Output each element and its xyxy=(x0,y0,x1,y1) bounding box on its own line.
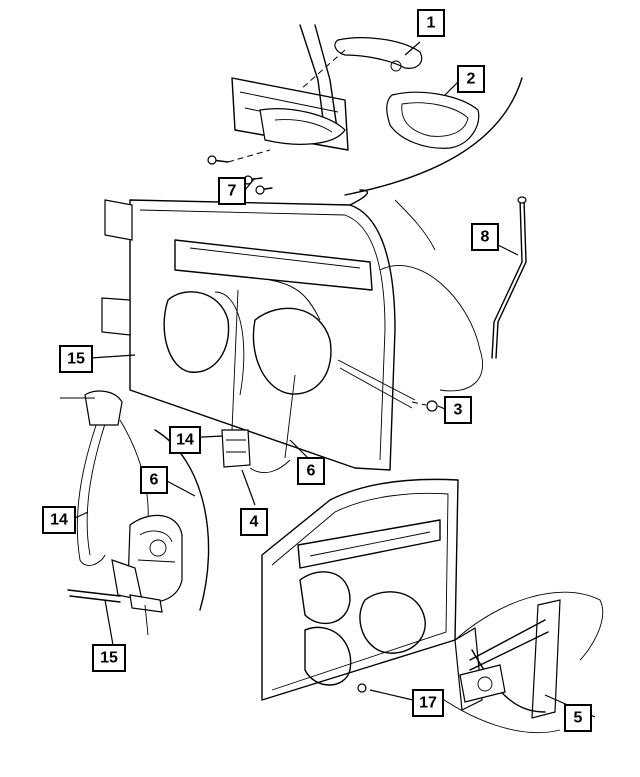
door-inner-panel xyxy=(101,189,438,473)
leader-lines xyxy=(74,41,596,718)
callout-8-label: 8 xyxy=(481,229,490,246)
callout-14a-label: 14 xyxy=(176,432,194,449)
callout-3-label: 3 xyxy=(454,402,463,419)
callout-15b-label: 15 xyxy=(100,650,118,667)
callout-6a-label: 6 xyxy=(150,472,159,489)
callout-14-latch: 14 xyxy=(42,506,76,534)
callout-3: 3 xyxy=(444,396,472,424)
callout-1-label: 1 xyxy=(427,15,436,32)
callout-15a-label: 15 xyxy=(67,351,85,368)
callout-4: 4 xyxy=(240,508,268,536)
callout-6-panel: 6 xyxy=(297,457,325,485)
outside-handle-detail xyxy=(207,24,523,196)
callout-7-label: 7 xyxy=(228,183,237,200)
callout-4-label: 4 xyxy=(250,514,259,531)
callout-15-panel: 15 xyxy=(59,345,93,373)
callout-5: 5 xyxy=(564,704,592,732)
callout-15-latch: 15 xyxy=(92,644,126,672)
latch-rod xyxy=(379,196,527,392)
latch-detail xyxy=(60,390,210,636)
callout-14-panel: 14 xyxy=(169,426,201,454)
callout-2-label: 2 xyxy=(467,71,476,88)
callout-1: 1 xyxy=(417,9,445,37)
callout-8: 8 xyxy=(471,223,499,251)
callout-17: 17 xyxy=(412,689,444,717)
callout-6b-label: 6 xyxy=(307,463,316,480)
callout-5-label: 5 xyxy=(574,710,583,727)
callout-14b-label: 14 xyxy=(50,512,68,529)
callout-2: 2 xyxy=(457,65,485,93)
callout-17-label: 17 xyxy=(419,695,437,712)
callout-7: 7 xyxy=(218,177,246,205)
window-regulator-detail xyxy=(261,478,604,734)
callout-6-latch: 6 xyxy=(140,466,168,494)
